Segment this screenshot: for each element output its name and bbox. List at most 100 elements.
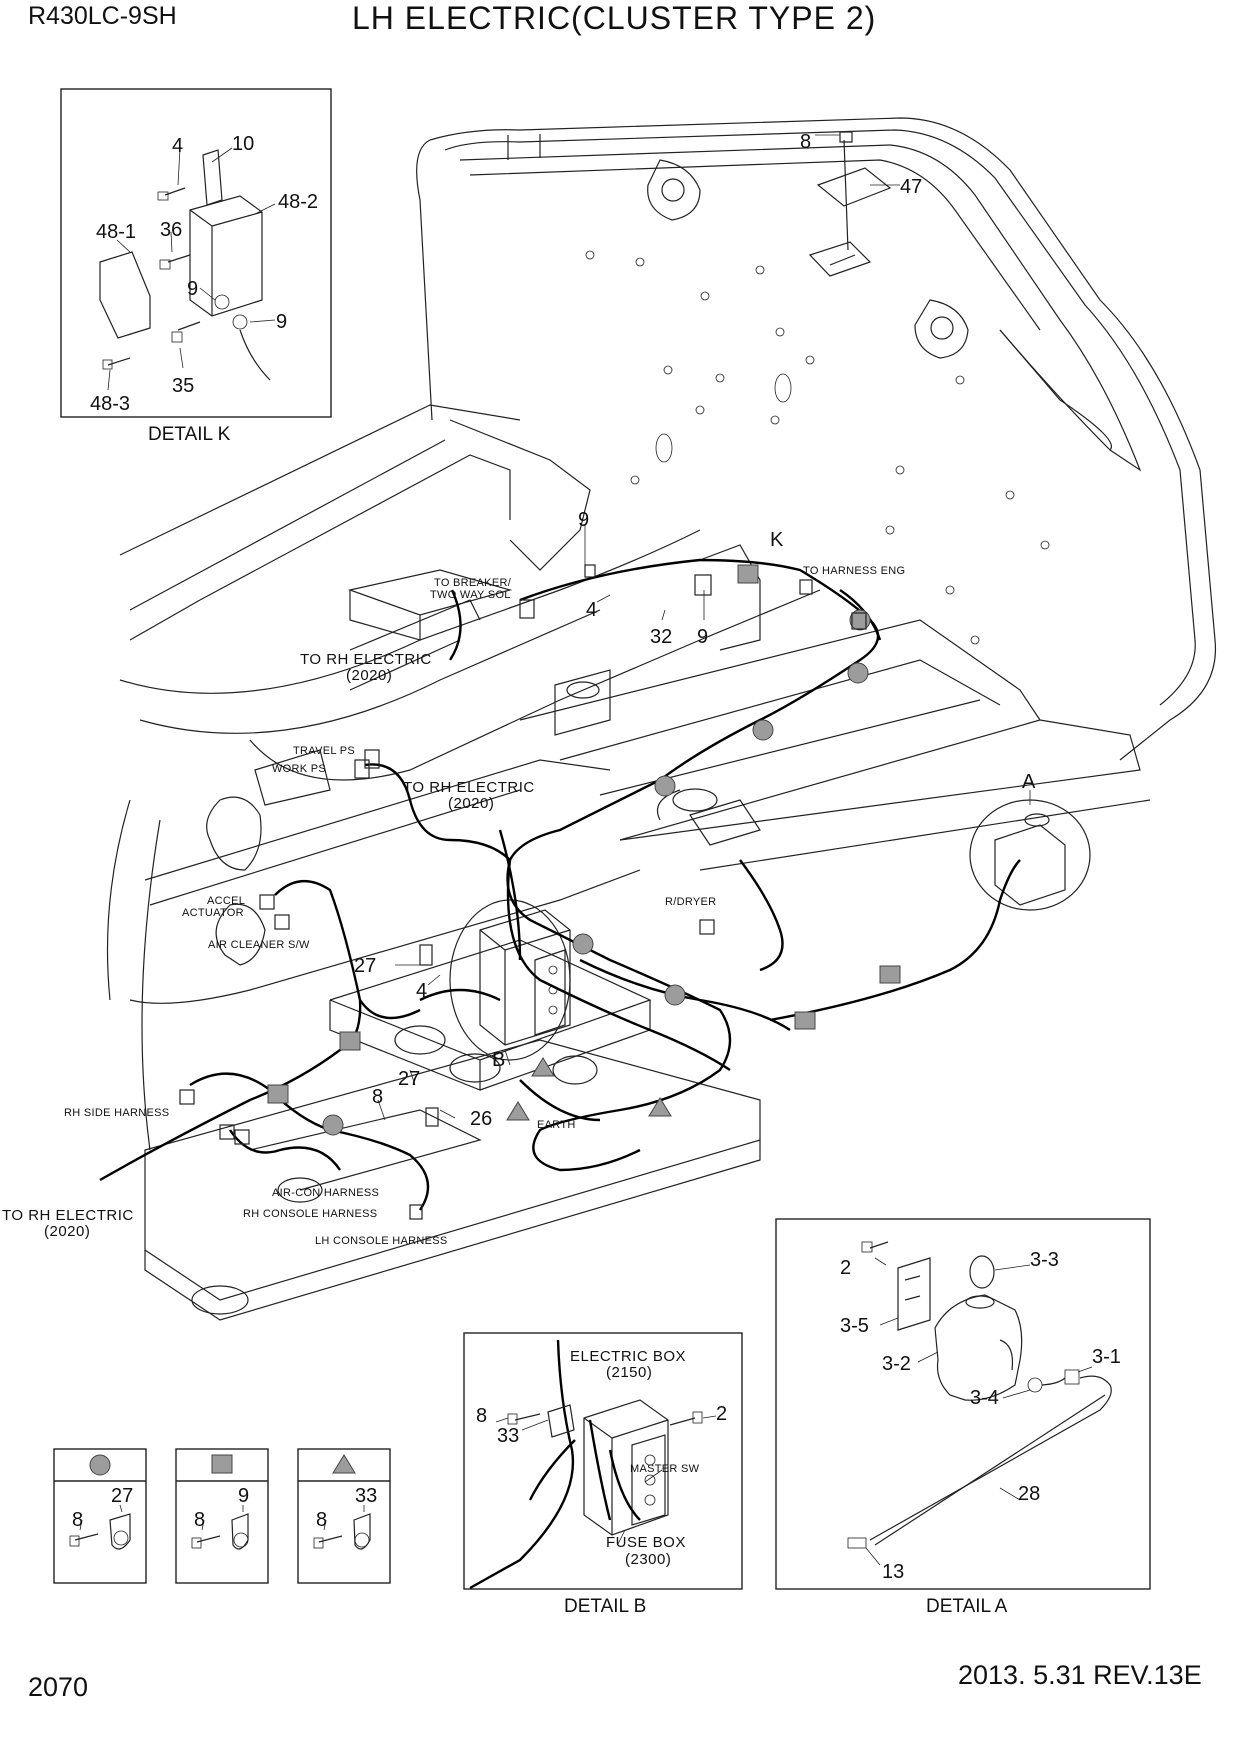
triangle-symbol-icon: [332, 1454, 356, 1474]
clip-circle-symbol: [322, 1114, 344, 1136]
label-ref-2020: (2020): [448, 795, 494, 812]
model-code: R430LC-9SH: [28, 2, 177, 30]
label-earth: EARTH: [537, 1119, 576, 1131]
detail-b-part-2: 2: [716, 1403, 727, 1425]
label-to-rh-electric: TO RH ELECTRIC: [2, 1207, 134, 1224]
label-work-ps: WORK PS: [272, 763, 326, 775]
detail-a-part-3-1: 3-1: [1092, 1346, 1121, 1368]
legend-triangle-clip: [297, 1448, 391, 1584]
legend-triangle-part-8: 8: [316, 1509, 327, 1531]
page-number: 2070: [28, 1672, 89, 1702]
detail-b: [463, 1332, 743, 1590]
label-lh-console-harness: LH CONSOLE HARNESS: [315, 1235, 448, 1247]
machine-frame-drawing: [106, 117, 1217, 1321]
detail-k: [60, 88, 332, 418]
legend-triangle-part-33: 33: [355, 1485, 377, 1507]
clip-square-symbol: [879, 965, 901, 984]
label-air-cleaner-sw: AIR CLEANER S/W: [208, 939, 310, 951]
clip-triangle-symbol: [648, 1097, 672, 1117]
part-number-b: B: [492, 1049, 505, 1071]
detail-a: [775, 1218, 1151, 1590]
clip-circle-symbol: [847, 662, 869, 684]
label-to-harness-eng: TO HARNESS ENG: [803, 565, 905, 577]
detail-b-part-8: 8: [476, 1405, 487, 1427]
detail-k-caption: DETAIL K: [148, 424, 231, 445]
part-number-4: 4: [416, 980, 427, 1002]
part-number-27: 27: [398, 1068, 420, 1090]
clip-square-symbol: [339, 1031, 361, 1051]
detail-k-part-48-2: 48-2: [278, 191, 318, 213]
detail-b-caption: DETAIL B: [564, 1596, 646, 1617]
clip-legend: 27 8 9 8 33 8: [53, 1448, 391, 1584]
legend-square-clip: [175, 1448, 269, 1584]
clip-circle-symbol: [664, 984, 686, 1006]
detail-a-part-3-4: 3-4: [970, 1387, 999, 1409]
label-travel-ps: TRAVEL PS: [293, 745, 355, 757]
page-title: LH ELECTRIC(CLUSTER TYPE 2): [352, 0, 877, 36]
label-actuator: ACTUATOR: [182, 907, 244, 919]
detail-a-caption: DETAIL A: [926, 1596, 1008, 1617]
detail-k-part-4: 4: [172, 135, 183, 157]
detail-b-label-fuse-box: FUSE BOX: [606, 1534, 686, 1551]
detail-k-part-10: 10: [232, 133, 254, 155]
detail-k-part-9: 9: [276, 311, 287, 333]
clip-square-symbol: [267, 1084, 289, 1104]
part-number-47: 47: [900, 176, 922, 198]
label-two-way-sol: TWO WAY SOL: [430, 589, 511, 601]
wire-harness: [99, 558, 1021, 1211]
clip-triangle-symbol: [531, 1057, 555, 1077]
connectors: [179, 564, 867, 1220]
legend-square-part-8: 8: [194, 1509, 205, 1531]
detail-a-part-13: 13: [882, 1561, 904, 1583]
circle-symbol-icon: [89, 1454, 111, 1476]
label-rdryer: R/DRYER: [665, 896, 716, 908]
clip-square-symbol: [794, 1011, 816, 1030]
label-ref-2020: (2020): [44, 1223, 90, 1240]
detail-b-part-33: 33: [497, 1425, 519, 1447]
detail-b-label-electric-box: ELECTRIC BOX: [570, 1348, 686, 1365]
clip-circle-symbol: [654, 775, 676, 797]
detail-b-label-fuse-box-ref: (2300): [625, 1551, 671, 1568]
part-number-32: 32: [650, 626, 672, 648]
detail-k-part-48-3: 48-3: [90, 393, 130, 415]
legend-circle-clip: [53, 1448, 147, 1584]
legend-circle-part-27: 27: [111, 1485, 133, 1507]
label-rh-side-harness: RH SIDE HARNESS: [64, 1107, 169, 1119]
detail-k-part-9: 9: [187, 278, 198, 300]
part-number-8: 8: [372, 1086, 383, 1108]
detail-a-part-3-2: 3-2: [882, 1353, 911, 1375]
clip-symbols: [267, 564, 901, 1136]
label-to-rh-electric: TO RH ELECTRIC: [300, 651, 432, 668]
detail-k-part-48-1: 48-1: [96, 221, 136, 243]
label-to-rh-electric: TO RH ELECTRIC: [403, 779, 535, 796]
part-number-k: K: [770, 529, 784, 551]
part-number-27: 27: [354, 955, 376, 977]
revision-date: 2013. 5.31 REV.13E: [958, 1660, 1202, 1690]
square-symbol-icon: [211, 1454, 233, 1474]
clip-circle-symbol: [849, 609, 871, 631]
legend-square-part-9: 9: [238, 1485, 249, 1507]
detail-b-label-master-sw: MASTER SW: [630, 1463, 700, 1475]
leader-lines: [377, 134, 1031, 1121]
clip-triangle-symbol: [506, 1101, 530, 1121]
legend-circle-part-8: 8: [72, 1509, 83, 1531]
part-number-9: 9: [697, 626, 708, 648]
part-number-26: 26: [470, 1108, 492, 1130]
detail-a-part-28: 28: [1018, 1483, 1040, 1505]
clip-circle-symbol: [572, 933, 594, 955]
label-rh-console-harness: RH CONSOLE HARNESS: [243, 1208, 377, 1220]
clip-square-symbol: [737, 564, 759, 584]
detail-a-part-3-5: 3-5: [840, 1315, 869, 1337]
part-number-a: A: [1022, 771, 1036, 793]
detail-k-part-36: 36: [160, 219, 182, 241]
detail-k-part-35: 35: [172, 375, 194, 397]
label-to-breaker: TO BREAKER/: [434, 577, 512, 589]
label-accel: ACCEL: [207, 895, 245, 907]
clip-circle-symbol: [752, 719, 774, 741]
label-ref-2020: (2020): [346, 667, 392, 684]
detail-a-part-2: 2: [840, 1257, 851, 1279]
detail-a-part-3-3: 3-3: [1030, 1249, 1059, 1271]
detail-b-label-electric-box-ref: (2150): [606, 1364, 652, 1381]
part-number-4: 4: [586, 599, 597, 621]
